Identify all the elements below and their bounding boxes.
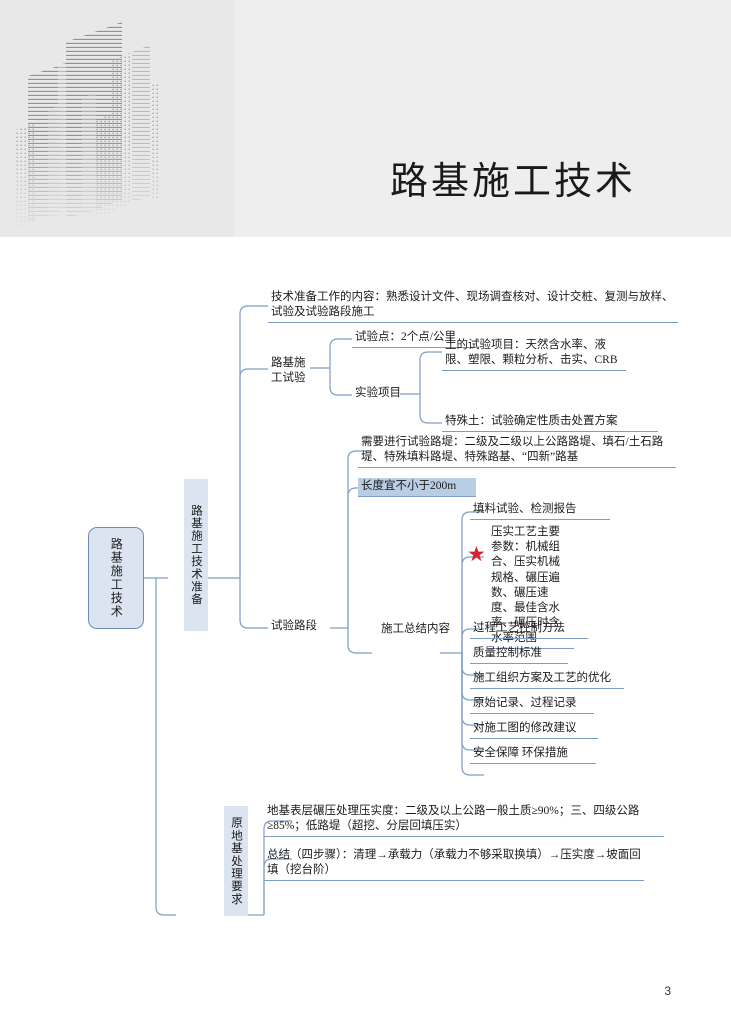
page-number: 3: [664, 984, 671, 998]
mindmap-node-preparation-content[interactable]: 技术准备工作的内容：熟悉设计文件、现场调查核对、设计交桩、复测与放样、试验及试验…: [268, 289, 678, 324]
mindmap-node-process-control-method[interactable]: 过程工艺控制方法: [470, 620, 588, 640]
mindmap-node-foundation-compaction[interactable]: 地基表层碾压处理压实度：二级及以上公路一般土质≥90%；三、四级公路≥85%；低…: [264, 803, 664, 838]
page-title: 路基施工技术: [390, 161, 637, 203]
mindmap-node-filler-test-report[interactable]: 填料试验、检测报告: [470, 501, 610, 521]
mindmap-branch-subgrade-treatment[interactable]: 原地基处理要求: [224, 806, 248, 916]
mindmap-node-special-soil[interactable]: 特殊土：试验确定性质击处置方案: [442, 413, 658, 433]
mindmap-node-organization-optimization[interactable]: 施工组织方案及工艺的优化: [470, 670, 624, 690]
mindmap-node-required-test-embankment[interactable]: 需要进行试验路堤：二级及二级以上公路路堤、填石/土石路堤、特殊填料路堤、特殊路基…: [358, 434, 676, 469]
city-skyline-illustration: [16, 22, 160, 229]
mindmap-node-min-length[interactable]: 长度宜不小于200m: [358, 478, 476, 498]
mindmap-node-quality-standard[interactable]: 质量控制标准: [470, 645, 568, 665]
mindmap-node-original-records[interactable]: 原始记录、过程记录: [470, 695, 594, 715]
mindmap-root-label: 路基施工技术: [109, 537, 124, 619]
mindmap-node-construction-test[interactable]: 路基施工试验: [271, 357, 306, 385]
mindmap-node-four-steps-summary[interactable]: 总结（四步骤）：清理→承载力（承载力不够采取换填）→压实度→坡面回填（挖台阶）: [264, 847, 644, 882]
mindmap-branch-label: 路基施工技术准备: [190, 504, 203, 606]
mindmap-node-test-points[interactable]: 试验点：2个点/公里: [352, 329, 474, 349]
mindmap-branch-technical-preparation[interactable]: 路基施工技术准备: [184, 479, 208, 631]
mindmap-node-drawing-revision[interactable]: 对施工图的修改建议: [470, 720, 598, 740]
mindmap-canvas: 路基施工技术 路基施工技术准备 原地基处理要求 技术准备工作的内容：熟悉设计文件…: [0, 237, 731, 1028]
header-logo-area: [0, 0, 234, 237]
mindmap-branch-label: 原地基处理要求: [230, 816, 243, 906]
mindmap-node-safety-environment[interactable]: 安全保障 环保措施: [470, 745, 596, 765]
page-header: 路基施工技术: [0, 0, 731, 237]
mindmap-node-test-section[interactable]: 试验路段: [271, 620, 317, 632]
mindmap-root-node[interactable]: 路基施工技术: [88, 527, 144, 629]
red-star-icon: ★: [467, 542, 486, 566]
mindmap-node-compaction-parameters[interactable]: 压实工艺主要参数：机械组合、压实机械规格、碾压遍数、碾压速度、最佳含水率、碾压时…: [488, 524, 574, 650]
mindmap-node-soil-test-items[interactable]: 土的试验项目：天然含水率、液限、塑限、颗粒分析、击实、CRB: [442, 337, 626, 372]
mindmap-node-summary-content[interactable]: 施工总结内容: [381, 623, 450, 635]
mindmap-node-experiment-items[interactable]: 实验项目: [355, 387, 401, 399]
mindmap-connectors: [144, 305, 484, 916]
